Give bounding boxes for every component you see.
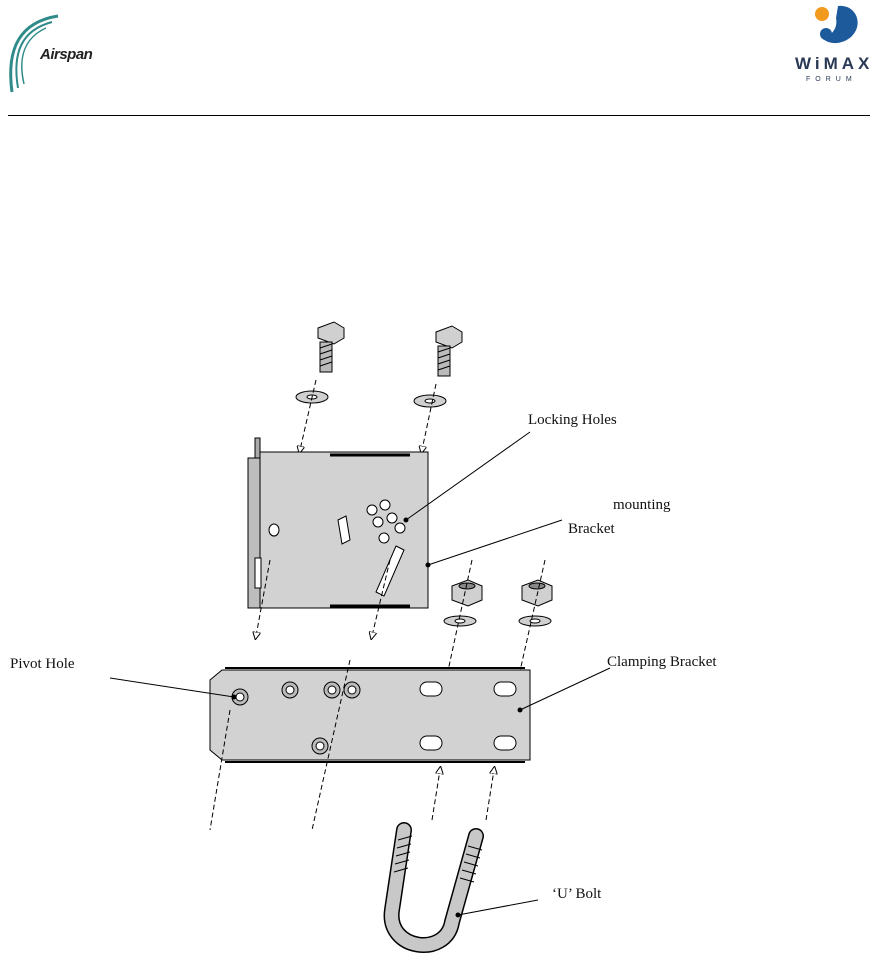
nut-right [522,580,552,606]
label-bracket: Bracket [568,521,615,538]
bolt-left [318,322,344,372]
label-u-bolt: ‘U’ Bolt [552,886,601,903]
label-pivot-hole: Pivot Hole [10,656,75,673]
label-mounting: mounting [613,497,671,514]
bolt-right [436,326,462,376]
label-locking-holes: Locking Holes [528,412,617,429]
clamping-bracket [210,668,530,762]
u-bolt [392,830,482,945]
mounting-bracket [248,438,428,608]
label-clamping-bracket: Clamping Bracket [607,654,717,671]
